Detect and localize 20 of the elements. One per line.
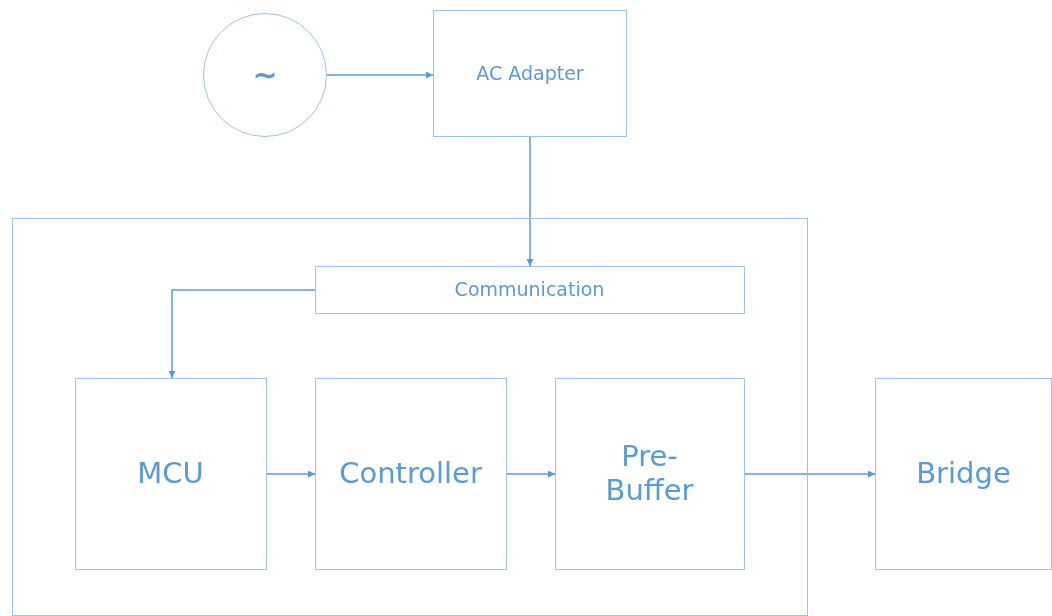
enclosure-box (12, 218, 808, 616)
block-box (314, 265, 745, 314)
block-box (433, 10, 627, 137)
block-label: MCU (137, 456, 204, 491)
block-box (314, 377, 507, 570)
block-box (74, 377, 267, 570)
arrow (326, 71, 434, 79)
block-box (554, 377, 745, 570)
block-box (875, 378, 1052, 570)
ac-symbol: ∼ (252, 57, 278, 93)
block-label: Communication (454, 278, 605, 301)
arrow (526, 136, 534, 267)
block-label: Pre- Buffer (604, 440, 695, 507)
arrow (266, 470, 316, 478)
arrow (744, 470, 876, 478)
arrow (506, 470, 556, 478)
arrow (168, 289, 316, 379)
block-label: Controller (339, 456, 482, 491)
block-label: Bridge (916, 457, 1011, 491)
block-label: AC Adapter (476, 62, 584, 85)
